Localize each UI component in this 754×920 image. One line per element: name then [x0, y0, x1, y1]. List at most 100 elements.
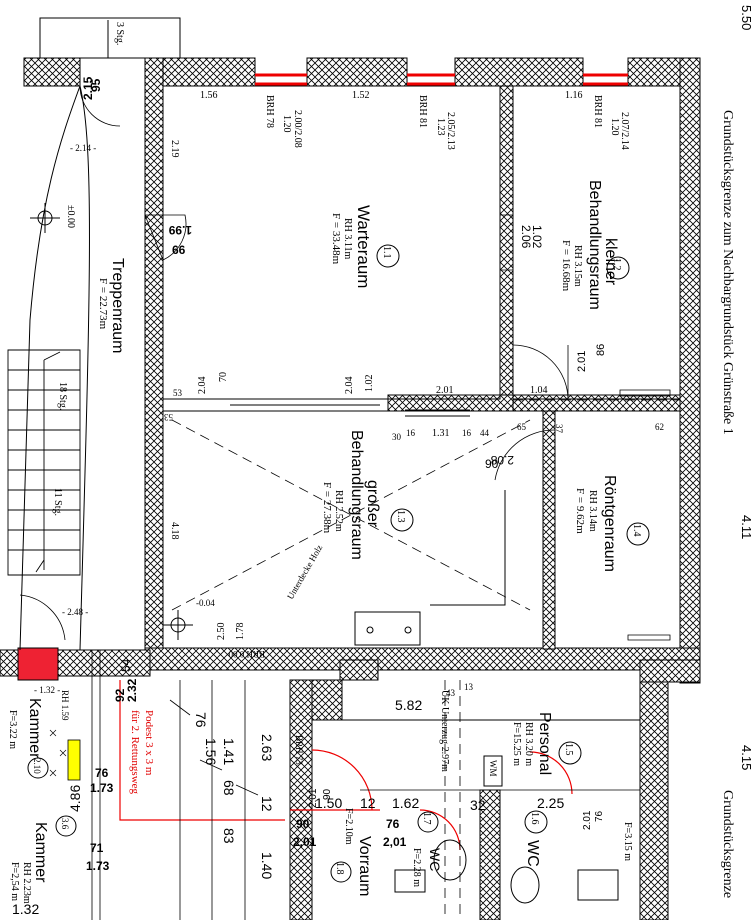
svg-text:12: 12 — [360, 795, 376, 811]
svg-text:Treppenraum: Treppenraum — [109, 258, 126, 353]
window-1: BRH 78 1.20 2.00/2.08 — [264, 95, 303, 148]
svg-text:1.56: 1.56 — [203, 738, 219, 765]
window-3: BRH 81 1.20 2.07/2.14 — [592, 95, 630, 150]
svg-text:92: 92 — [113, 688, 127, 702]
svg-text:F = 22.73m: F = 22.73m — [97, 278, 109, 330]
svg-text:F=2.28 m: F=2.28 m — [411, 848, 422, 887]
svg-text:43: 43 — [446, 688, 456, 698]
svg-text:für 2. Rettungsweg: für 2. Rettungsweg — [129, 710, 141, 795]
svg-text:1.1: 1.1 — [381, 246, 392, 259]
svg-text:66: 66 — [172, 243, 186, 257]
svg-text:±0.00: ±0.00 — [65, 205, 76, 228]
hidden-lines — [171, 399, 680, 920]
svg-text:- 1.32 -: - 1.32 - — [34, 685, 60, 695]
svg-text:BRH 78: BRH 78 — [264, 95, 275, 128]
svg-text:Podest 3 x 3 m: Podest 3 x 3 m — [143, 710, 155, 776]
svg-text:2.32: 2.32 — [125, 678, 139, 702]
rotated-labels: Grundstücksgrenze zum Nachbargrundstück … — [7, 5, 754, 917]
svg-text:1.5: 1.5 — [563, 743, 574, 756]
room-lines — [162, 85, 681, 721]
datum-marker-icon — [30, 203, 193, 640]
svg-text:BRH 73: BRH 73 — [294, 735, 304, 765]
room-1-2: 1.2 kleiner Behandlungsraum RH 3.15m F =… — [560, 180, 630, 310]
svg-text:1.04: 1.04 — [530, 385, 548, 396]
svg-text:2.25: 2.25 — [537, 795, 564, 811]
svg-text:1.20: 1.20 — [281, 115, 292, 133]
interior-dims: 53 53 70 2.04 1.02 2.04 2.01 1.04 30 16 … — [119, 372, 664, 672]
svg-text:3 Stg.: 3 Stg. — [114, 22, 125, 45]
svg-text:1.2: 1.2 — [611, 258, 622, 271]
svg-text:1.40: 1.40 — [259, 852, 275, 879]
svg-text:90: 90 — [296, 817, 310, 831]
room-1-8: 1.8 Vorraum F=2.10m — [330, 808, 373, 896]
svg-text:62: 62 — [655, 422, 664, 432]
svg-text:76: 76 — [95, 766, 109, 780]
svg-text:F = 33.48m: F = 33.48m — [330, 213, 342, 265]
stair-top — [19, 17, 181, 651]
svg-text:2.07/2.14: 2.07/2.14 — [619, 112, 630, 150]
svg-text:30: 30 — [392, 432, 402, 442]
walls — [0, 57, 701, 920]
svg-text:2.63: 2.63 — [259, 734, 275, 761]
svg-text:2.06: 2.06 — [519, 225, 533, 249]
svg-text:1.6: 1.6 — [529, 812, 540, 825]
door-swings — [19, 85, 671, 641]
edge-dim-1: 5.50 — [739, 5, 754, 30]
svg-text:1.20: 1.20 — [609, 118, 620, 136]
svg-text:kleiner: kleiner — [602, 238, 619, 286]
svg-text:37: 37 — [554, 424, 564, 434]
svg-text:16: 16 — [462, 428, 472, 438]
svg-text:71: 71 — [90, 841, 104, 855]
svg-text:44: 44 — [480, 428, 490, 438]
podest-note: Podest 3 x 3 m für 2. Rettungsweg — [129, 710, 155, 795]
svg-text:1.41: 1.41 — [221, 738, 237, 765]
svg-text:2.04: 2.04 — [197, 377, 208, 395]
svg-text:großer: großer — [364, 480, 381, 528]
svg-text:1.7: 1.7 — [421, 812, 432, 825]
svg-text:F = 16.68m: F = 16.68m — [560, 240, 572, 292]
stair-dims: 4.86 76 1.41 2.63 1.56 68 12 83 1.40 — [67, 712, 275, 879]
svg-text:2.04: 2.04 — [344, 377, 355, 395]
svg-text:2.15: 2.15 — [81, 76, 95, 100]
room-1-3: 1.3 großer Behandlungsraum RH 2.52m F = … — [285, 430, 414, 601]
svg-text:1.02: 1.02 — [364, 375, 375, 393]
stair-hall: Treppenraum F = 22.73m 18 Stg. 11 Stg. 3… — [52, 22, 126, 617]
svg-text:4.86: 4.86 — [67, 785, 83, 812]
svg-text:2.50: 2.50 — [216, 623, 227, 641]
svg-text:RH 2.23m: RH 2.23m — [21, 862, 32, 904]
room-1-1: 1.1 Warteraum RH 3.11m F = 33.48m — [330, 205, 400, 288]
svg-text:2.01: 2.01 — [308, 788, 319, 808]
svg-text:32: 32 — [470, 797, 486, 813]
svg-text:BRH 81: BRH 81 — [417, 95, 428, 128]
svg-text:RH 1.59: RH 1.59 — [60, 690, 70, 721]
svg-text:Personal: Personal — [536, 712, 553, 775]
boundary-top-label: Grundstücksgrenze zum Nachbargrundstück … — [720, 110, 735, 435]
svg-text:WM: WM — [488, 760, 498, 777]
svg-text:1.4: 1.4 — [631, 524, 642, 537]
svg-text:RH 3.20 m: RH 3.20 m — [523, 722, 534, 766]
svg-text:1.16: 1.16 — [565, 90, 583, 101]
svg-text:3.6: 3.6 — [60, 818, 70, 830]
svg-text:76: 76 — [386, 817, 400, 831]
svg-text:76: 76 — [594, 810, 605, 822]
svg-text:53: 53 — [173, 388, 183, 398]
svg-text:2.10: 2.10 — [32, 758, 42, 774]
svg-text:F=3.15 m: F=3.15 m — [622, 822, 633, 861]
svg-text:Röntgenraum: Röntgenraum — [601, 475, 618, 572]
svg-text:65: 65 — [517, 422, 527, 432]
room-1-7: 1.7 WC F=2.28 m — [411, 811, 443, 887]
svg-text:Unterdecke Holz: Unterdecke Holz — [285, 543, 324, 601]
room-1-4: 1.4 Röntgenraum RH 3.14m F = 9.62m — [574, 475, 650, 572]
svg-text:Behandlungsraum: Behandlungsraum — [348, 430, 365, 560]
svg-text:2.01: 2.01 — [436, 385, 454, 396]
svg-text:86: 86 — [595, 344, 607, 356]
svg-text:54: 54 — [119, 658, 133, 672]
svg-text:F=3.22 m: F=3.22 m — [7, 710, 18, 749]
boundary-bottom-label: Grundstücksgrenze — [720, 790, 735, 898]
staircase — [7, 349, 81, 576]
svg-text:1.78: 1.78 — [235, 623, 246, 641]
svg-text:2.05/2.13: 2.05/2.13 — [445, 112, 456, 150]
svg-text:1.31: 1.31 — [432, 428, 450, 439]
svg-text:90: 90 — [485, 457, 499, 471]
svg-text:BRH 81: BRH 81 — [592, 95, 603, 128]
